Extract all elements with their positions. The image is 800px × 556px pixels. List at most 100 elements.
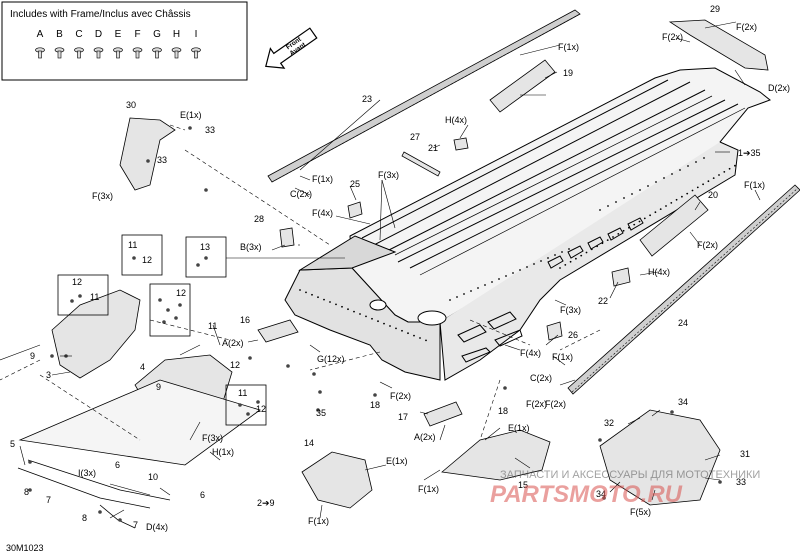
callout-c19: 19 bbox=[563, 68, 573, 78]
callout-c3: 3 bbox=[46, 370, 51, 380]
callout-c6a: 6 bbox=[115, 460, 120, 470]
fastener-b-icon bbox=[54, 47, 65, 59]
callout-c6b: 6 bbox=[200, 490, 205, 500]
rivet-dot bbox=[484, 284, 486, 286]
callout-c2x-b: C(2x) bbox=[530, 373, 552, 383]
rivet-dot bbox=[671, 173, 673, 175]
rivet-dot bbox=[512, 272, 514, 274]
rivet-dot bbox=[547, 257, 549, 259]
callout-c28: 28 bbox=[254, 214, 264, 224]
callout-a2x-b: A(2x) bbox=[414, 432, 436, 442]
callout-c12a: 12 bbox=[142, 255, 152, 265]
kit-box-11-12-d bbox=[225, 384, 267, 426]
part-16-plate bbox=[257, 319, 299, 343]
fastener-dot bbox=[718, 480, 722, 484]
fastener-dot bbox=[166, 308, 170, 312]
rivet-dot bbox=[575, 257, 577, 260]
kit-box-11-12-b bbox=[57, 274, 109, 316]
part-25-clip bbox=[347, 201, 363, 219]
fastener-dot bbox=[318, 390, 322, 394]
callout-c12b: 12 bbox=[72, 277, 82, 287]
part-17-plate bbox=[423, 401, 463, 427]
fastener-g-icon bbox=[152, 47, 162, 59]
fastener-dot bbox=[286, 364, 290, 368]
callout-c23: 23 bbox=[362, 94, 372, 104]
fastener-dot bbox=[256, 400, 260, 404]
fastener-dot bbox=[316, 408, 320, 412]
callout-c11c: 11 bbox=[208, 321, 217, 331]
front-bracket-3 bbox=[51, 289, 141, 379]
callout-f2x-d: F(2x) bbox=[526, 399, 547, 409]
rivet-dot bbox=[359, 313, 361, 315]
legend-letter-e: E bbox=[115, 29, 122, 40]
callout-f3x-c: F(3x) bbox=[560, 305, 581, 315]
part-22-clip bbox=[611, 267, 631, 287]
rivet-dot bbox=[365, 315, 367, 318]
rivet-dot bbox=[470, 290, 472, 292]
legend-title: Includes with Frame/Inclus avec Châssis bbox=[10, 9, 191, 20]
part-20-plate bbox=[639, 194, 709, 257]
fastener-dot bbox=[50, 354, 54, 358]
callout-c26: 26 bbox=[568, 330, 578, 340]
callout-f1x-b: F(1x) bbox=[312, 174, 333, 184]
rivet-dot bbox=[585, 251, 588, 254]
fastener-d-icon bbox=[93, 47, 104, 59]
fastener-dot bbox=[312, 372, 316, 376]
fastener-dot bbox=[670, 410, 674, 414]
callout-d2x: D(2x) bbox=[768, 83, 790, 93]
callout-f2x-c: F(2x) bbox=[697, 240, 718, 250]
callout-c17: 17 bbox=[398, 412, 408, 422]
fastener-dot bbox=[70, 299, 74, 303]
rivet-dot bbox=[633, 223, 636, 226]
part-27-rod bbox=[401, 151, 441, 177]
rivet-dot bbox=[707, 180, 710, 183]
callout-c8b: 8 bbox=[82, 513, 87, 523]
rivet-dot bbox=[353, 310, 355, 313]
rivet-dot bbox=[623, 197, 625, 199]
callout-c27: 27 bbox=[410, 132, 420, 142]
fastener-dot bbox=[598, 438, 602, 442]
fastener-i-icon bbox=[191, 47, 201, 59]
legend-letter-c: C bbox=[75, 29, 82, 40]
callout-c12d: 12 bbox=[230, 360, 240, 370]
fastener-dot bbox=[28, 460, 32, 464]
rivet-dot bbox=[670, 202, 673, 204]
callout-c22: 22 bbox=[598, 296, 608, 306]
rivet-dot bbox=[561, 251, 563, 253]
rivet-dot bbox=[299, 289, 301, 291]
legend-letter-d: D bbox=[95, 29, 102, 40]
fastener-dot bbox=[188, 126, 192, 130]
part-30-bracket bbox=[119, 117, 176, 191]
rivet-dot bbox=[554, 254, 556, 256]
rivet-dot bbox=[601, 242, 604, 245]
rivet-dot bbox=[389, 325, 391, 327]
rivet-dot bbox=[679, 169, 681, 171]
callout-c35: 35 bbox=[316, 408, 326, 418]
fastener-dot bbox=[248, 356, 252, 360]
callout-f2x-e: F(2x) bbox=[390, 391, 411, 401]
callout-a2x-a: A(2x) bbox=[222, 338, 244, 348]
fastener-dot bbox=[204, 256, 208, 260]
callout-c7a: 7 bbox=[46, 495, 51, 505]
callout-f1x-a: F(1x) bbox=[558, 42, 579, 52]
rivet-dot bbox=[590, 248, 593, 251]
part-14-guard bbox=[301, 451, 373, 509]
rivet-dot bbox=[395, 327, 397, 330]
tunnel-frame bbox=[284, 67, 772, 381]
fastener-dot bbox=[78, 294, 82, 298]
hardware-legend: Includes with Frame/Inclus avec Châssis … bbox=[1, 1, 248, 81]
rivet-dot bbox=[519, 269, 521, 271]
callout-h1x: H(1x) bbox=[212, 447, 234, 457]
rivet-dot bbox=[323, 298, 325, 301]
callout-c12c: 12 bbox=[176, 288, 186, 298]
callout-labels: 1➔352➔9345667788991011111111121212121213… bbox=[10, 4, 790, 532]
callout-f5x: F(5x) bbox=[630, 507, 651, 517]
callout-c34b: 34 bbox=[596, 489, 606, 499]
rivet-dot bbox=[687, 165, 689, 167]
callout-f1x-f: F(1x) bbox=[308, 516, 329, 526]
callout-g12x: G(12x) bbox=[317, 354, 345, 364]
rivet-dot bbox=[695, 161, 697, 163]
part-31-assembly bbox=[599, 409, 721, 506]
fastener-dot bbox=[602, 496, 606, 500]
